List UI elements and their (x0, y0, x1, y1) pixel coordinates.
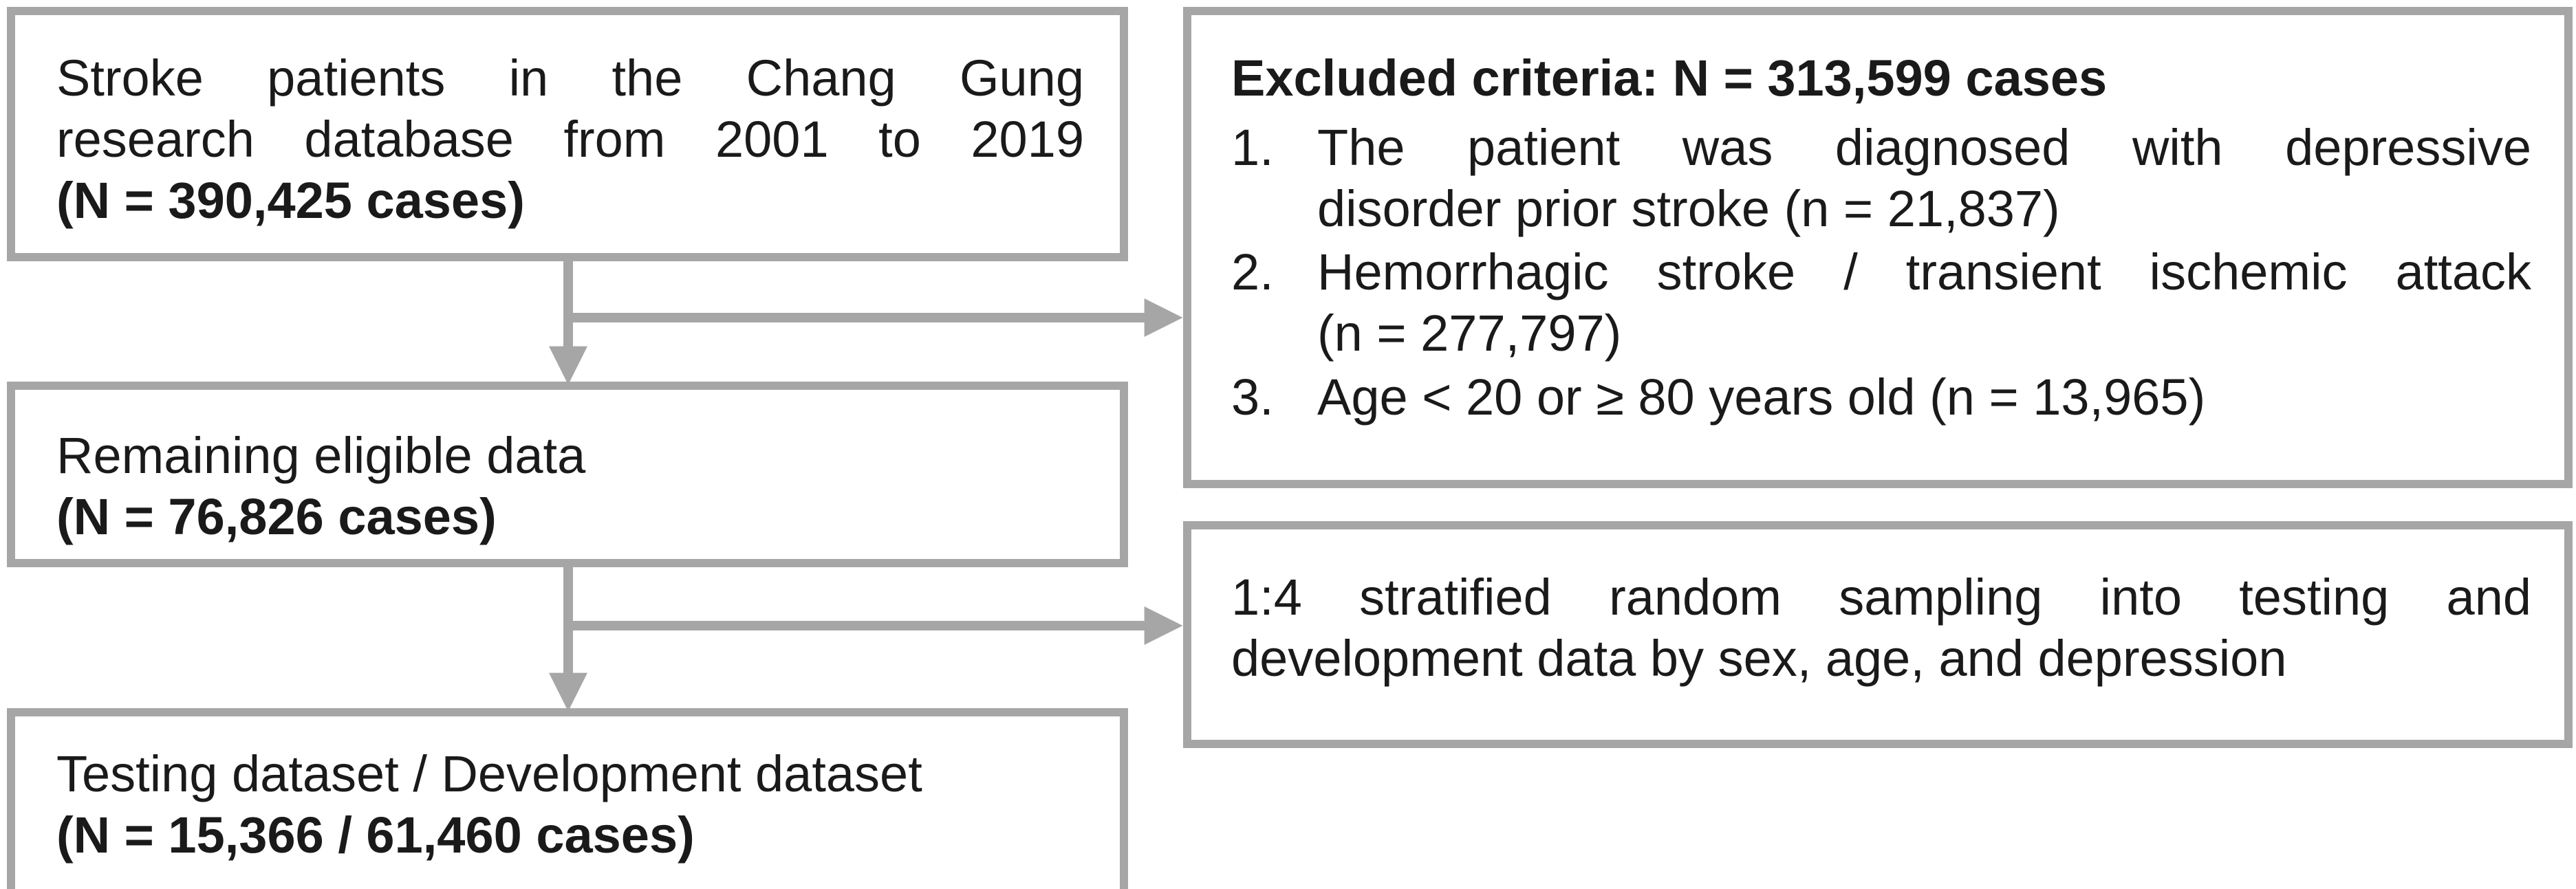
excluded-criteria-list: 1. The patient was diagnosed with depres… (1231, 118, 2531, 428)
sampling-line-1: 1:4 stratified random sampling into test… (1231, 569, 2531, 626)
criterion-text-line-2: (n = 277,797) (1317, 305, 1622, 362)
final-label: Testing dataset / Development dataset (56, 745, 922, 802)
source-line-2: research database from 2001 to 2019 (56, 110, 1084, 168)
criterion-number: 3. (1231, 368, 1274, 426)
source-line-1: Stroke patients in the Chang Gung (56, 50, 1084, 107)
remaining-label: Remaining eligible data (56, 427, 586, 484)
final-count: (N = 15,366 / 61,460 cases) (56, 806, 695, 864)
excluded-title: Excluded criteria: N = 313,599 cases (1231, 50, 2108, 107)
sampling-box: 1:4 stratified random sampling into test… (1183, 521, 2573, 748)
criterion-text-line-2: disorder prior stroke (n = 21,837) (1317, 179, 2060, 237)
criterion-number: 1. (1231, 118, 1274, 176)
criterion-item-2: 2. Hemorrhagic stroke / transient ischem… (1231, 242, 2531, 364)
criterion-item-1: 1. The patient was diagnosed with depres… (1231, 118, 2531, 240)
criterion-text-line-1: The patient was diagnosed with depressiv… (1317, 118, 2531, 176)
sampling-line-2: development data by sex, age, and depres… (1231, 629, 2287, 687)
remaining-count: (N = 76,826 cases) (56, 487, 497, 545)
source-count: (N = 390,425 cases) (56, 171, 525, 229)
criterion-item-3: 3. Age < 20 or ≥ 80 years old (n = 13,96… (1231, 367, 2531, 428)
criterion-number: 2. (1231, 243, 1274, 301)
criterion-text-line-1: Age < 20 or ≥ 80 years old (n = 13,965) (1317, 368, 2206, 426)
excluded-criteria-box: Excluded criteria: N = 313,599 cases 1. … (1183, 7, 2573, 488)
final-dataset-box: Testing dataset / Development dataset (N… (7, 708, 1128, 889)
remaining-eligible-box: Remaining eligible data (N = 76,826 case… (7, 382, 1128, 567)
source-population-box: Stroke patients in the Chang Gung resear… (7, 7, 1128, 261)
criterion-text-line-1: Hemorrhagic stroke / transient ischemic … (1317, 243, 2531, 301)
